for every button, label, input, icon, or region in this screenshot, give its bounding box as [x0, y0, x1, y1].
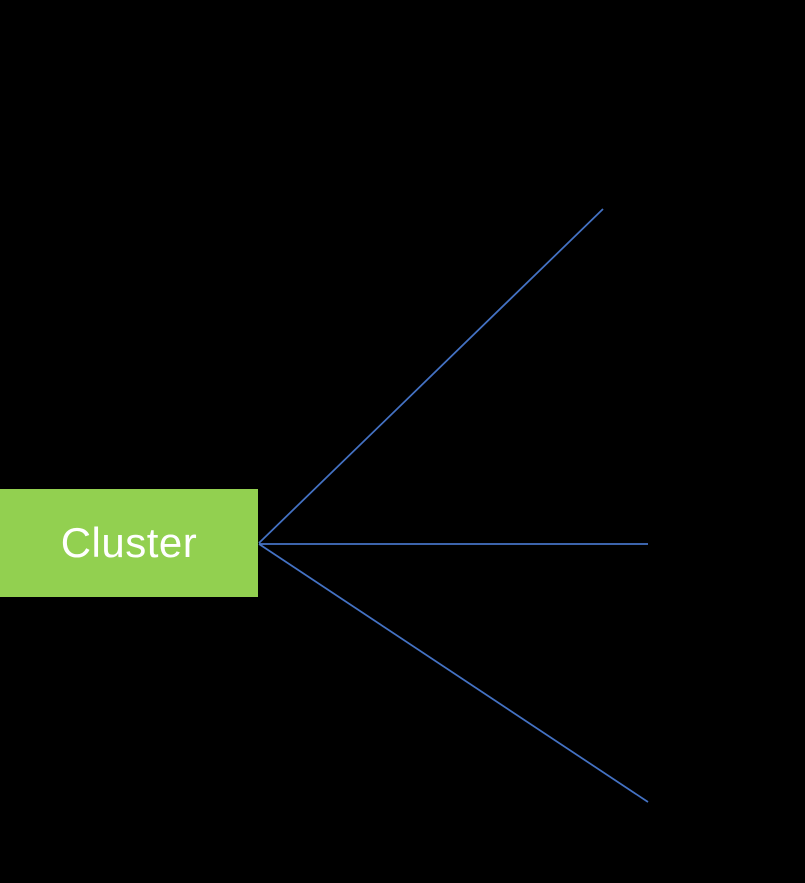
- connector-top[interactable]: [258, 208, 604, 544]
- cluster-node[interactable]: Cluster: [0, 489, 258, 597]
- connector-bottom[interactable]: [258, 543, 649, 803]
- cluster-node-label: Cluster: [60, 519, 198, 566]
